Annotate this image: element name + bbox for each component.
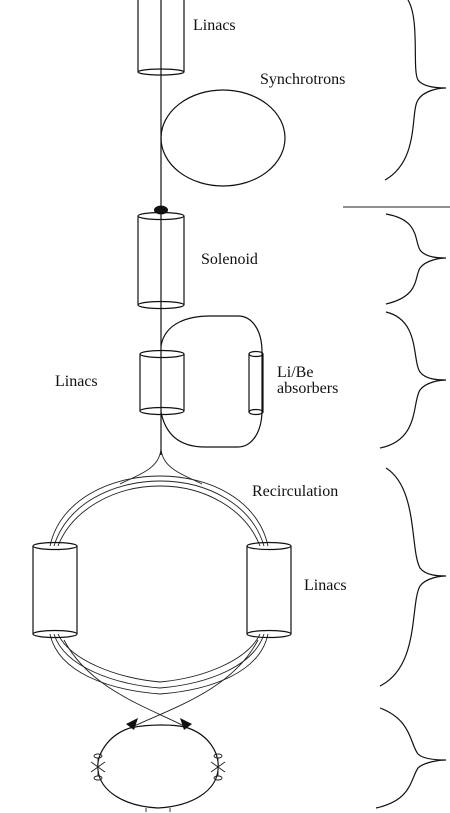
left-linac-cylinder <box>32 541 78 639</box>
brace-acceleration-top <box>384 0 447 181</box>
recirculation-arcs <box>49 446 269 695</box>
label-absorbers-line1: Li/Be <box>277 364 314 381</box>
label-absorbers-line2: absorbers <box>277 380 339 397</box>
label-recirculation: Recirculation <box>252 483 339 500</box>
cooling-loop <box>160 315 263 448</box>
label-synchrotrons: Synchrotrons <box>260 71 346 88</box>
right-detector-icon <box>210 753 226 781</box>
brace-cooling <box>379 311 447 449</box>
brace-collider <box>375 707 447 809</box>
collider-ring <box>90 718 226 812</box>
transfer-lines <box>63 639 259 729</box>
brace-solenoid <box>385 213 447 305</box>
label-top-linacs: Linacs <box>193 17 236 34</box>
label-middle-linacs: Linacs <box>55 373 98 390</box>
left-detector-icon <box>90 753 106 781</box>
right-linac-cylinder <box>246 541 292 639</box>
absorber-cylinder <box>248 350 264 416</box>
label-bottom-linacs: Linacs <box>304 577 347 594</box>
label-solenoid: Solenoid <box>201 251 258 268</box>
middle-linac-cylinder <box>139 349 185 416</box>
solenoid-cylinder <box>137 211 185 310</box>
brace-recirculation <box>379 467 447 687</box>
top-linac-cylinder <box>137 0 185 76</box>
synchrotron-ring <box>160 89 286 187</box>
